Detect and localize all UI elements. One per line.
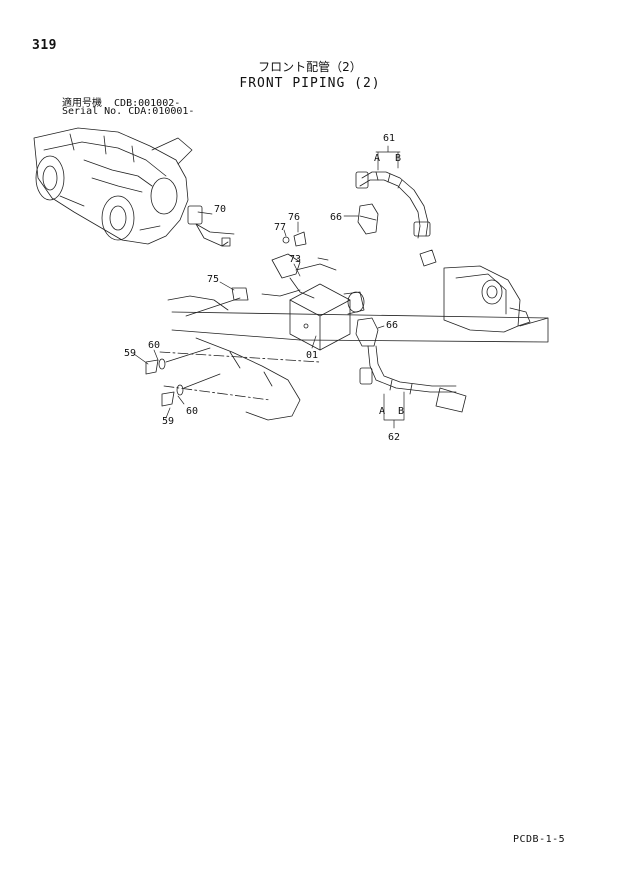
callout-66-upper: 66: [330, 212, 342, 223]
callout-b-top: B: [395, 153, 401, 164]
callout-01: 01: [306, 350, 318, 361]
callout-62: 62: [388, 432, 400, 443]
callout-76: 76: [288, 212, 300, 223]
harness-73: [261, 253, 337, 299]
hose-61: [355, 171, 431, 239]
solenoid-valve-01: [289, 283, 365, 351]
callout-59-upper: 59: [124, 348, 136, 359]
callout-77: 77: [274, 222, 286, 233]
clamp-75: [185, 287, 249, 317]
callout-a-top: A: [374, 153, 380, 164]
leader-lines: [133, 145, 405, 429]
bolt-59-upper: [145, 347, 211, 375]
callout-70: 70: [214, 204, 226, 215]
page-title: FRONT PIPING (2): [239, 76, 381, 91]
callout-60-upper: 60: [148, 340, 160, 351]
bolt-59-lower: [161, 373, 221, 407]
serial-range-japanese: 適用号機 CDB:001002-: [62, 98, 181, 109]
connector-70: [187, 205, 235, 247]
footer-code: PCDB-1-5: [513, 834, 566, 845]
right-valve-block: [419, 249, 531, 333]
callout-66-lower: 66: [386, 320, 398, 331]
callout-75: 75: [207, 274, 219, 285]
elbow-66-lower: [355, 317, 379, 347]
frame-rail: [159, 295, 549, 421]
elbow-66-upper: [357, 203, 379, 235]
bolt-76: [282, 231, 307, 247]
page-number: 319: [32, 38, 57, 53]
callout-a-bottom: A: [379, 406, 385, 417]
hose-62: [359, 345, 467, 413]
title-japanese: フロント配管（2）: [258, 60, 362, 74]
machine-silhouette: [33, 127, 193, 245]
callout-60-lower: 60: [186, 406, 198, 417]
callout-59-lower: 59: [162, 416, 174, 427]
serial-range: Serial No. CDA:010001-: [62, 106, 195, 117]
callout-73: 73: [289, 254, 301, 265]
callout-61: 61: [383, 133, 395, 144]
callout-b-bottom: B: [398, 406, 404, 417]
